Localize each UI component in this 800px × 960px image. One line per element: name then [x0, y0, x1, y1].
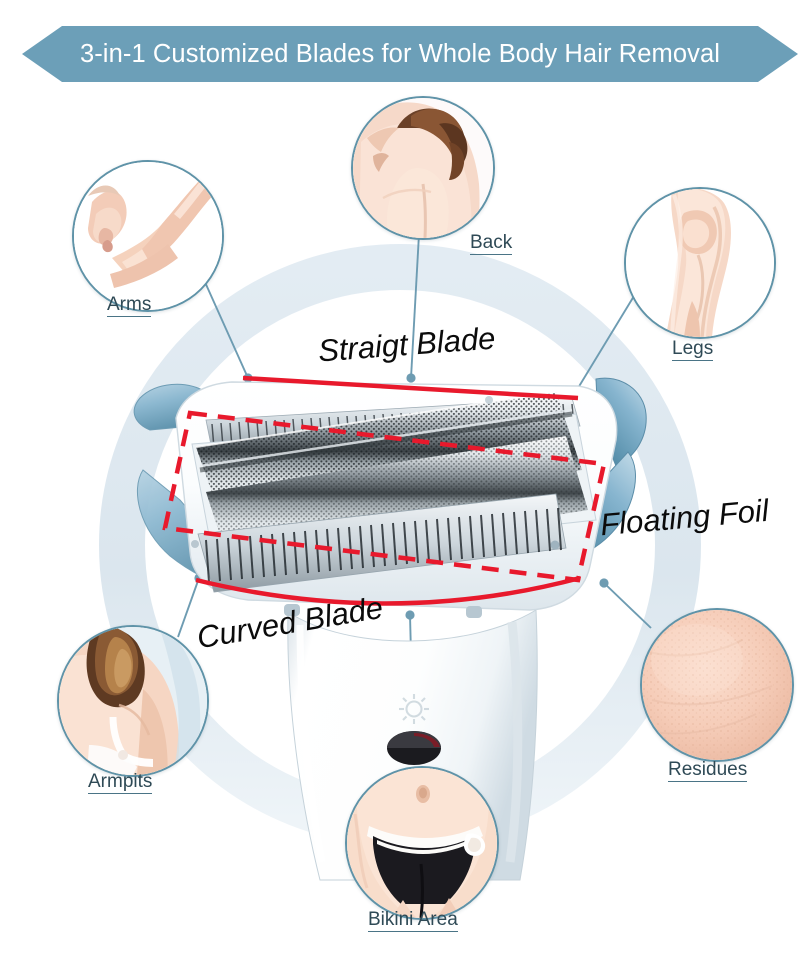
header-banner: 3-in-1 Customized Blades for Whole Body …: [0, 20, 800, 88]
shaver-head: [133, 377, 647, 618]
back-photo-circle[interactable]: [351, 96, 495, 240]
callout-label-arms: Arms: [107, 294, 152, 317]
leg-photo: [626, 189, 774, 337]
straight-blade-red-line: [242, 375, 579, 401]
indicator-light-icon: [399, 694, 429, 724]
banner-shape: [22, 26, 798, 82]
callout-label-bikini: Bikini Area: [368, 909, 458, 932]
legs-photo-circle[interactable]: [624, 187, 776, 339]
arm-photo: [74, 162, 222, 310]
power-button: [387, 731, 441, 765]
floating-foil-dashed-box: [162, 410, 607, 583]
callout-label-residues: Residues: [668, 759, 748, 782]
lower-trimmer-comb: [197, 493, 567, 593]
red-highlight-lines: [195, 375, 581, 606]
callout-label-back: Back: [470, 232, 513, 255]
callout-label-armpits: Armpits: [88, 771, 153, 794]
skin-texture-photo: [642, 610, 792, 760]
armpits-photo-circle[interactable]: [57, 625, 209, 777]
bikini-photo: [347, 768, 497, 918]
residues-photo-circle[interactable]: [640, 608, 794, 762]
callout-label-legs: Legs: [672, 338, 714, 361]
curved-blade-red-line: [195, 575, 581, 606]
back-photo: [353, 98, 493, 238]
arms-photo-circle[interactable]: [72, 160, 224, 312]
bikini-photo-circle[interactable]: [345, 766, 499, 920]
armpit-photo: [59, 627, 207, 775]
